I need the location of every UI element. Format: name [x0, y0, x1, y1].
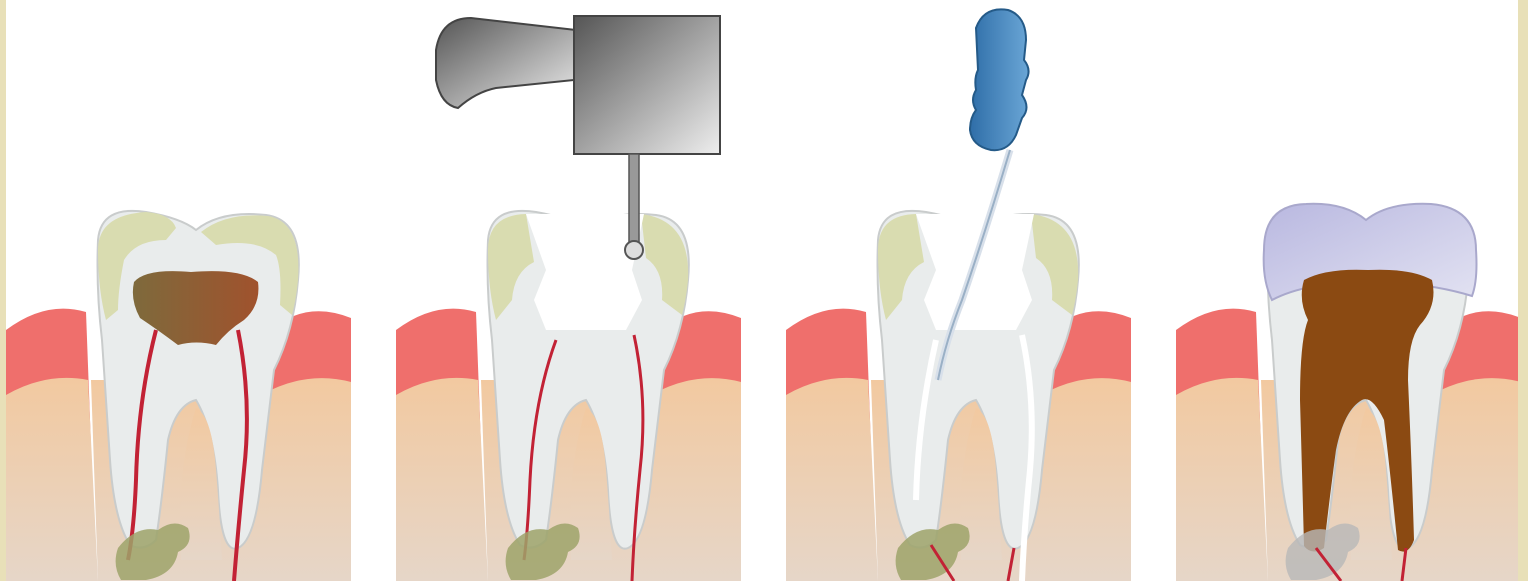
- stage-3-canal-cleaning: [786, 9, 1131, 581]
- stage-1-infected-tooth: [6, 211, 351, 581]
- stage-2-drilling-access: [396, 16, 741, 581]
- diagram-canvas: [6, 0, 1518, 581]
- root-canal-diagram: [6, 0, 1518, 581]
- stage-4-filled-and-crowned: [1176, 204, 1518, 581]
